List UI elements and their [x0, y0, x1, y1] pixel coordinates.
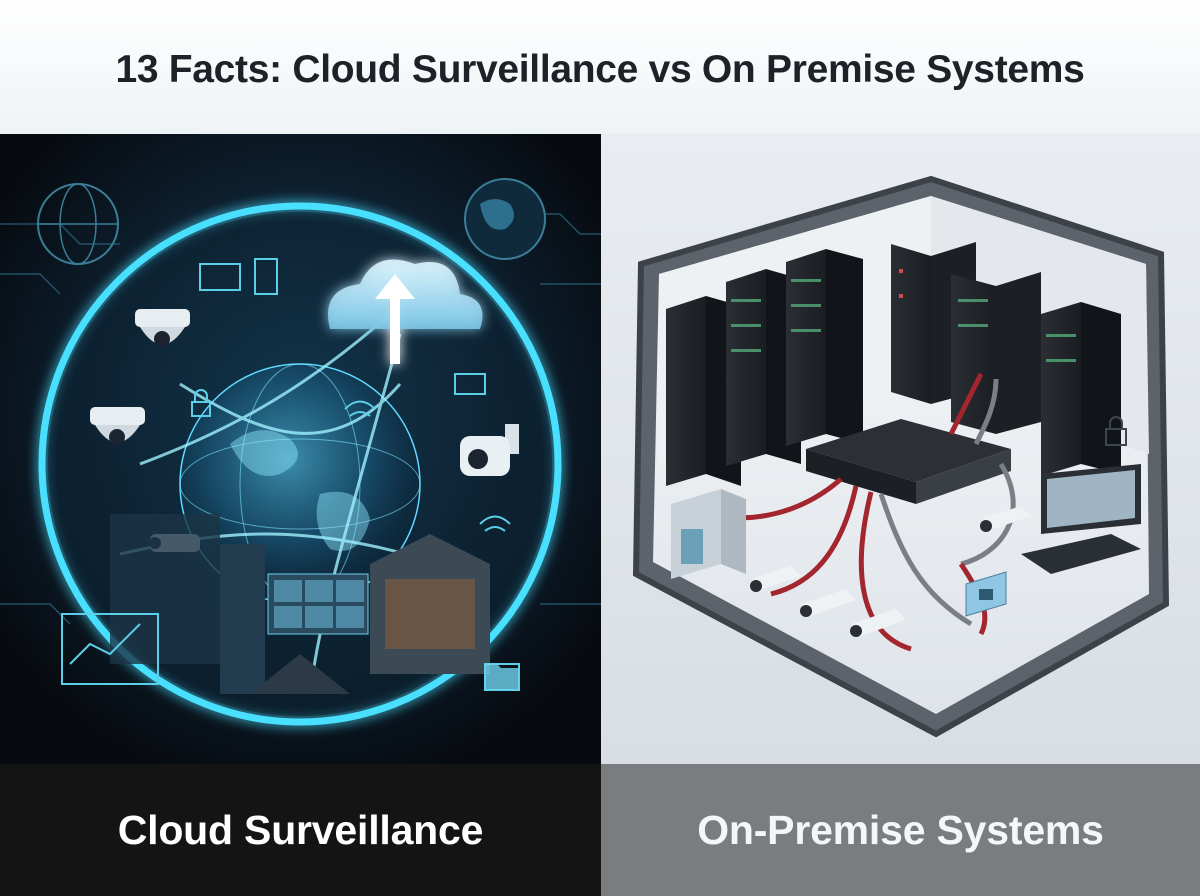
- building-icon: [671, 489, 746, 579]
- page-header: 13 Facts: Cloud Surveillance vs On Premi…: [0, 0, 1200, 134]
- lock-icon: [965, 571, 1007, 617]
- cloud-surveillance-caption: Cloud Surveillance: [117, 806, 484, 853]
- glowing-ring: [38, 202, 562, 726]
- server-rack: [951, 272, 1041, 434]
- on-premise-caption-bar: On-Premise Systems: [601, 764, 1200, 896]
- bullet-camera-icon: [850, 609, 906, 637]
- ptz-camera-icon: [460, 424, 519, 476]
- server-rack: [786, 249, 863, 446]
- page-title: 13 Facts: Cloud Surveillance vs On Premi…: [115, 48, 1085, 91]
- globe-icon: [464, 178, 546, 260]
- cloud-upload-icon: [328, 259, 483, 364]
- lock-icon: [191, 389, 211, 417]
- monitor-icon: [1021, 464, 1141, 574]
- on-premise-illustration: [632, 175, 1170, 738]
- city-scene: [110, 514, 490, 694]
- server-racks: [666, 242, 1121, 486]
- dome-camera-icon: [90, 407, 145, 445]
- lock-icon: [1105, 416, 1127, 446]
- dome-camera-icon: [135, 309, 190, 347]
- server-rack: [1041, 302, 1121, 476]
- bullet-camera-icon: [800, 589, 856, 617]
- network-video-recorder: [806, 419, 1011, 504]
- cloud-surveillance-panel: Cloud Surveillance: [0, 134, 601, 896]
- cloud-surveillance-illustration: [0, 134, 601, 764]
- on-premise-panel: On-Premise Systems: [601, 134, 1200, 896]
- cloud-caption-bar: Cloud Surveillance: [0, 764, 601, 896]
- on-premise-systems-caption: On-Premise Systems: [697, 806, 1104, 853]
- network-cables: [710, 372, 1016, 652]
- folder-icon: [485, 664, 519, 690]
- bullet-camera-icon: [980, 506, 1031, 532]
- bullet-camera-icon: [750, 566, 801, 592]
- globe-icon: [37, 183, 119, 265]
